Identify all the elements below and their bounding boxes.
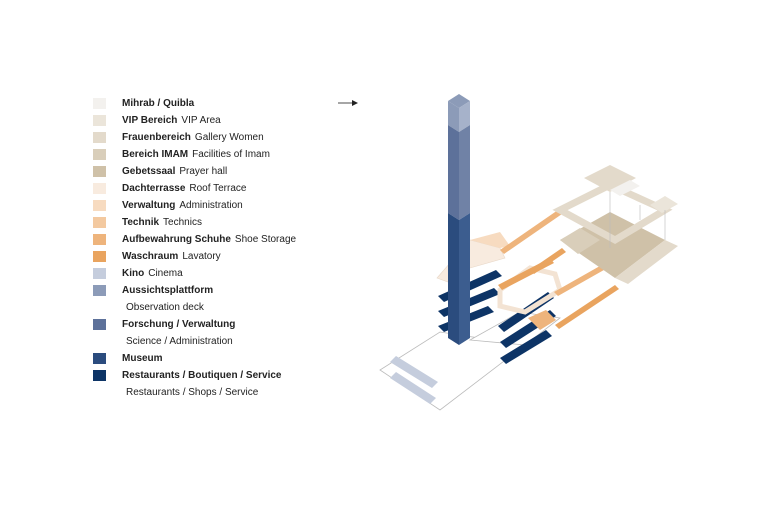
shoe-strip: [528, 310, 556, 330]
legend-item: Restaurants / Boutiquen / Service: [93, 367, 353, 384]
prayer-hall-wall: [560, 228, 600, 254]
gallery-block: [650, 196, 678, 213]
legend-label-de: Restaurants / Boutiquen / Service: [122, 370, 282, 381]
tower: [448, 94, 470, 345]
legend-item: Forschung / Verwaltung: [93, 316, 353, 333]
legend-swatch: [93, 132, 106, 143]
legend-label-de: Kino: [122, 268, 145, 279]
legend-label-en: Roof Terrace: [189, 183, 247, 194]
museum-floors: [459, 213, 470, 345]
legend-swatch: [93, 149, 106, 160]
restaurant-block: [500, 330, 552, 364]
legend-item: Science / Administration: [93, 333, 353, 350]
observation-deck: [448, 101, 459, 132]
legend-item: Museum: [93, 350, 353, 367]
vip-block: [584, 165, 636, 192]
museum-floors: [448, 213, 459, 345]
cinema-block: [390, 372, 436, 404]
legend-swatch: [93, 166, 106, 177]
legend-label-en: VIP Area: [181, 115, 221, 126]
lavatory-strip: [530, 248, 566, 274]
legend-swatch: [93, 234, 106, 245]
legend-label-en: Technics: [163, 217, 202, 228]
legend-label-de: Aufbewahrung Schuhe: [122, 234, 231, 245]
legend-swatch: [93, 251, 106, 262]
legend-item: Mihrab / Quibla: [93, 95, 353, 112]
arrow-icon: [338, 100, 358, 106]
legend-label-de: Mihrab / Quibla: [122, 98, 195, 109]
legend-label-en: Shoe Storage: [234, 234, 297, 245]
legend-label-en: Prayer hall: [179, 166, 228, 177]
legend-swatch: [93, 115, 106, 126]
legend-label-de: Forschung / Verwaltung: [122, 319, 236, 330]
legend-label-en: Science / Administration: [126, 336, 233, 347]
lavatory-strip: [555, 285, 619, 329]
legend-label-de: Bereich IMAM: [122, 149, 189, 160]
observation-deck: [459, 101, 470, 132]
legend-swatch: [93, 353, 106, 364]
legend-swatch: [93, 319, 106, 330]
legend-label-de: Gebetssaal: [122, 166, 176, 177]
legend-swatch: [93, 285, 106, 296]
imam-block: [610, 180, 640, 196]
legend-swatch: [93, 268, 106, 279]
legend-swatch: [93, 98, 106, 109]
legend-item: Observation deck: [93, 299, 353, 316]
legend-label-de: Frauenbereich: [122, 132, 191, 143]
legend-label-de: Waschraum: [122, 251, 179, 262]
cinema-block: [390, 356, 438, 388]
legend-label-de: Aussichtsplattform: [122, 285, 214, 296]
shoe-strip: [500, 210, 562, 254]
legend-swatch: [93, 183, 106, 194]
prayer-hall-wall: [615, 240, 678, 284]
science-floors: [459, 125, 470, 220]
legend-label-en: Lavatory: [182, 251, 221, 262]
legend-swatch: [93, 200, 106, 211]
science-floors: [448, 125, 459, 220]
legend-label-en: Restaurants / Shops / Service: [126, 387, 259, 398]
legend-item: Aussichtsplattform: [93, 282, 353, 299]
legend-swatch: [93, 217, 106, 228]
admin-frame: [470, 232, 510, 248]
legend-label-de: Museum: [122, 353, 163, 364]
legend-label-de: Technik: [122, 217, 160, 228]
legend-label-en: Observation deck: [126, 302, 204, 313]
legend-swatch: [93, 370, 106, 381]
legend-label-de: Verwaltung: [122, 200, 176, 211]
legend-label-en: Cinema: [148, 268, 183, 279]
legend-label-en: Gallery Women: [194, 132, 264, 143]
legend-label-de: Dachterrasse: [122, 183, 186, 194]
legend-item: Restaurants / Shops / Service: [93, 384, 353, 401]
legend-label-en: Administration: [179, 200, 243, 211]
legend-label-de: VIP Bereich: [122, 115, 178, 126]
legend-label-en: Facilities of Imam: [192, 149, 270, 160]
